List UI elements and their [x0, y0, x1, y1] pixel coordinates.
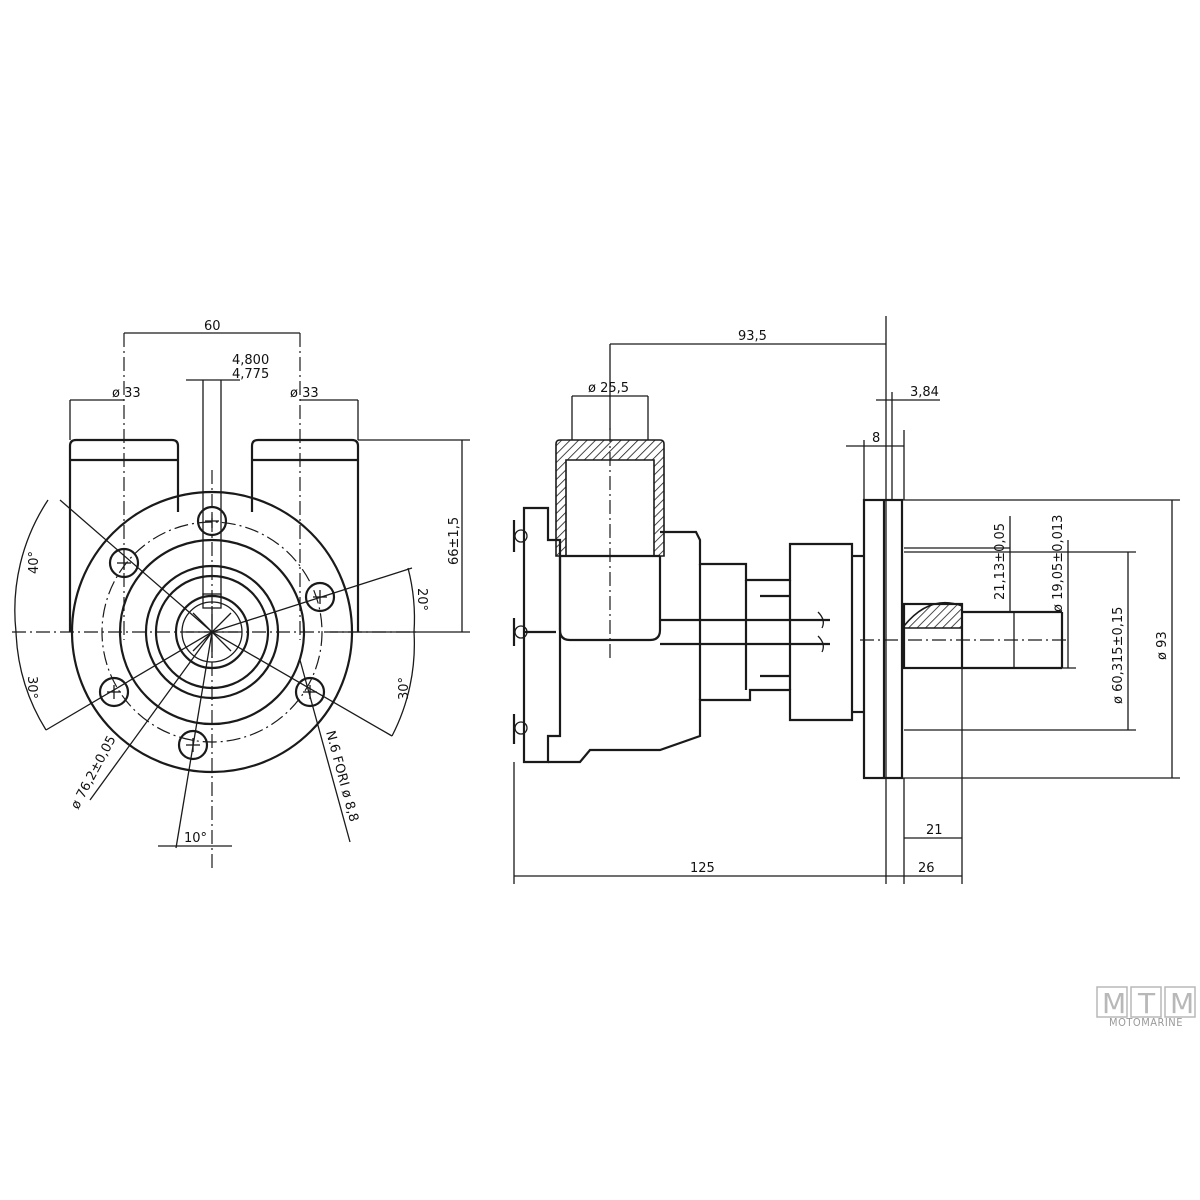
side-view: [512, 316, 1180, 884]
dim-width-60: 60: [204, 319, 221, 334]
front-view: [12, 332, 470, 870]
dim-flange-dia: ø 93: [1155, 631, 1170, 660]
dim-port-right: ø 33: [290, 386, 319, 401]
dim-shaft-dia: ø 19,05±0,013: [1051, 515, 1066, 612]
dim-pilot-dia: ø 60,315±0,15: [1111, 607, 1126, 704]
dim-flange-thk: 8: [872, 431, 880, 446]
dim-bolt-circle: ø 76,2±0,05: [68, 733, 119, 811]
logo-letter-2: T: [1137, 987, 1156, 1020]
angle-left-bottom: 30°: [24, 676, 39, 699]
dimension-labels: 60 4,800 4,775 ø 33 ø 33 66±1,5 40° 20° …: [24, 319, 1170, 876]
angle-right-bottom: 30°: [397, 677, 412, 700]
dim-flange-gap: 3,84: [910, 385, 939, 400]
dim-keyway-max: 4,800: [232, 353, 269, 368]
dim-total-len: 125: [690, 861, 715, 876]
angle-right-top: 20°: [414, 588, 429, 611]
mtm-logo: M T M: [1096, 986, 1196, 1020]
bolt-holes: [98, 505, 336, 761]
dim-shaft-flat: 21,13±0,05: [993, 523, 1008, 600]
logo-letter-1: M: [1102, 987, 1126, 1020]
angle-top-left: 40°: [27, 551, 42, 574]
logo-letter-3: M: [1170, 987, 1194, 1020]
angle-bottom: 10°: [184, 831, 207, 846]
dim-inlet-dia: ø 25,5: [588, 381, 629, 396]
dim-shaft-len: 21: [926, 823, 943, 838]
dim-shaft-total: 26: [918, 861, 935, 876]
dim-port-left: ø 33: [112, 386, 141, 401]
dim-height: 66±1,5: [447, 517, 462, 565]
logo-subtitle: MOTOMARINE: [1109, 1016, 1183, 1029]
dim-top-length: 93,5: [738, 329, 767, 344]
dim-keyway-min: 4,775: [232, 367, 269, 382]
